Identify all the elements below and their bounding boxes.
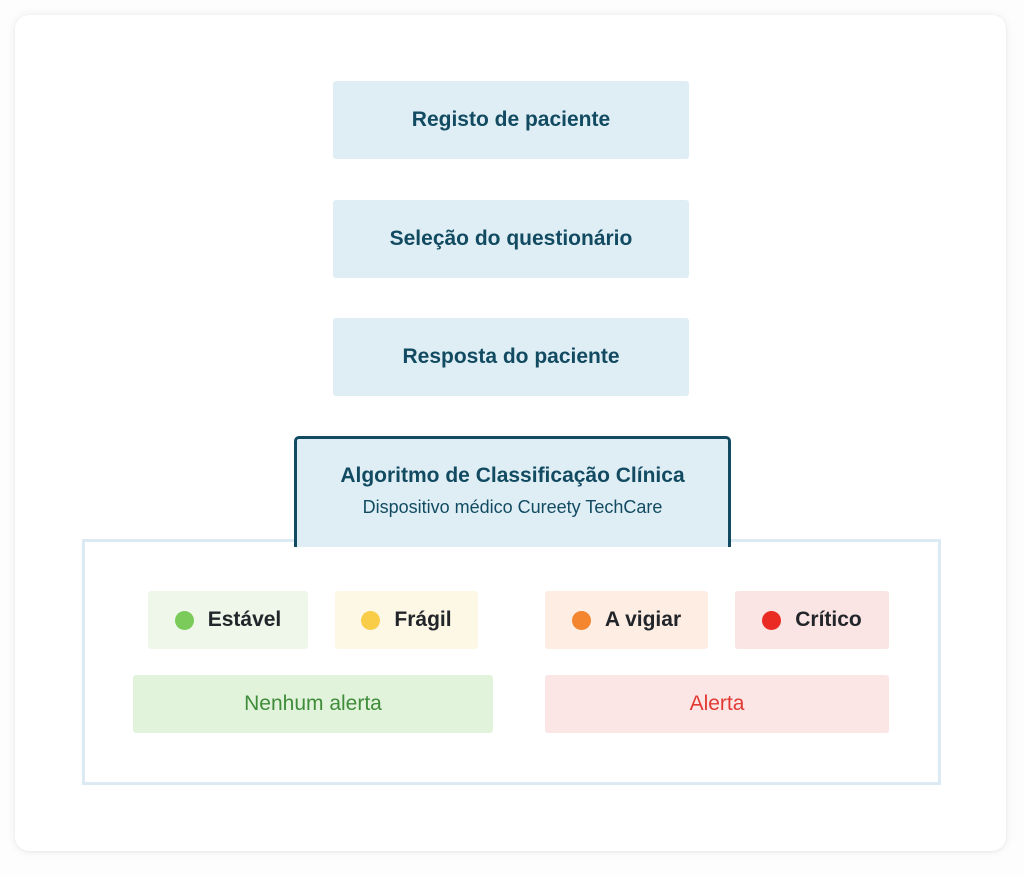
step-questionnaire-selection-label: Seleção do questionário xyxy=(389,227,633,250)
status-stable: Estável xyxy=(148,591,308,649)
alert-outcome: Alerta xyxy=(545,675,889,733)
classification-results-panel xyxy=(82,539,941,785)
red-dot-icon xyxy=(762,610,782,630)
no-alert-outcome: Nenhum alerta xyxy=(133,675,493,733)
algorithm-title: Algoritmo de Classificação Clínica xyxy=(340,464,685,487)
status-critical: Crítico xyxy=(735,591,889,649)
step-patient-response: Resposta do paciente xyxy=(333,318,689,396)
status-fragile: Frágil xyxy=(335,591,478,649)
clinical-classification-algorithm: Algoritmo de Classificação Clínica Dispo… xyxy=(294,436,731,547)
green-dot-icon xyxy=(174,610,194,630)
step-questionnaire-selection: Seleção do questionário xyxy=(333,200,689,278)
status-fragile-label: Frágil xyxy=(394,608,452,631)
alert-label: Alerta xyxy=(689,692,745,715)
status-watch: A vigiar xyxy=(545,591,708,649)
step-patient-registration: Registo de paciente xyxy=(333,81,689,159)
status-critical-label: Crítico xyxy=(795,608,862,631)
status-stable-label: Estável xyxy=(207,608,282,631)
yellow-dot-icon xyxy=(361,610,381,630)
step-patient-registration-label: Registo de paciente xyxy=(411,108,611,131)
status-watch-label: A vigiar xyxy=(604,608,682,631)
no-alert-label: Nenhum alerta xyxy=(244,692,382,715)
step-patient-response-label: Resposta do paciente xyxy=(402,345,620,368)
orange-dot-icon xyxy=(571,610,591,630)
algorithm-subtitle: Dispositivo médico Cureety TechCare xyxy=(362,497,663,517)
